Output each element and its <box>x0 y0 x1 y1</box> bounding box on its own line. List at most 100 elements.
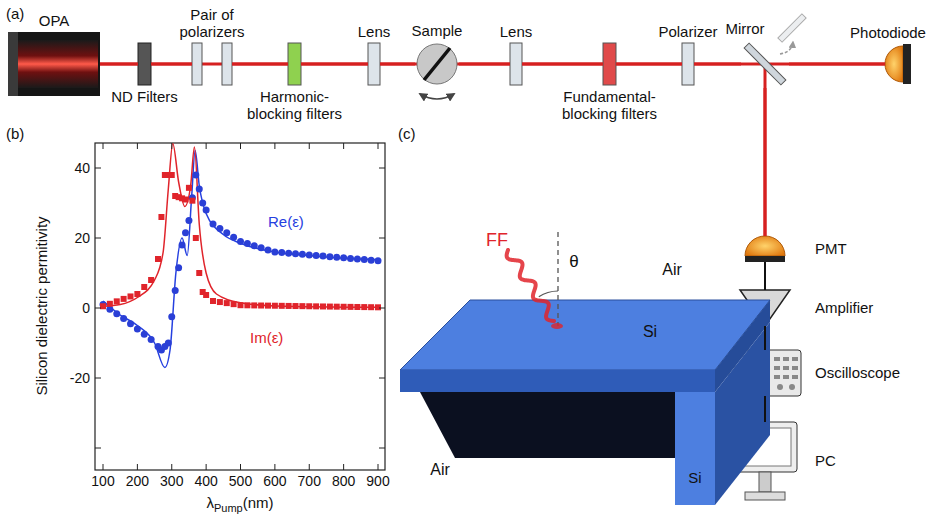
signal-wire <box>764 262 766 290</box>
im-data-point <box>186 185 192 191</box>
re-data-point <box>203 207 210 214</box>
tick <box>95 308 101 309</box>
re-data-point <box>340 254 347 261</box>
tick <box>309 143 310 149</box>
tick <box>171 464 172 470</box>
re-data-point <box>175 264 182 271</box>
figure-label: Re(ε) <box>268 213 304 230</box>
im-data-point <box>265 303 271 309</box>
si-leg-side <box>715 322 770 505</box>
re-data-point <box>230 234 237 241</box>
re-data-point <box>192 172 199 179</box>
im-fit-curve <box>103 144 378 308</box>
flip-mirror <box>744 43 786 85</box>
setup-component: PMT <box>745 236 785 262</box>
component-label: PC <box>815 452 836 469</box>
flip-arrow <box>780 42 793 54</box>
plot-frame <box>95 143 385 470</box>
re-data-point <box>368 257 375 264</box>
im-data-point <box>341 304 347 310</box>
im-data-point <box>189 198 195 204</box>
im-data-point <box>193 235 199 241</box>
figure-label: Im(ε) <box>250 329 283 346</box>
tick <box>379 168 385 169</box>
beam-path <box>764 88 767 236</box>
tick <box>378 143 379 149</box>
setup-component: Sample <box>415 42 459 86</box>
component-label: PMT <box>815 240 847 257</box>
oscilloscope-buttons <box>774 357 798 390</box>
lens-plate <box>368 43 380 85</box>
im-data-point <box>258 303 264 309</box>
re-data-point <box>333 254 340 261</box>
tick <box>240 143 241 149</box>
component-label: Photodiode <box>850 24 926 41</box>
re-data-point <box>113 310 120 317</box>
figure-label: θ <box>569 252 578 272</box>
sample-mount <box>417 44 457 84</box>
tick <box>274 143 275 149</box>
tick <box>343 464 344 470</box>
laser-beam <box>98 63 903 66</box>
signal-wire <box>764 262 766 290</box>
im-data-point <box>114 298 120 304</box>
component-label: Pair of polarizers <box>170 6 254 41</box>
im-data-point <box>286 303 292 309</box>
im-data-point <box>238 302 244 308</box>
im-data-point <box>313 303 319 309</box>
beam-path <box>301 63 368 66</box>
beam-path <box>694 63 741 66</box>
re-data-point <box>347 255 354 262</box>
re-data-point <box>196 186 203 193</box>
im-data-point <box>217 299 223 305</box>
si-front-face <box>400 370 715 392</box>
re-data-point <box>354 256 361 263</box>
monitor-stand <box>759 472 771 492</box>
im-data-point <box>375 304 381 310</box>
figure-label: 700 <box>298 473 321 489</box>
re-data-point <box>361 256 368 263</box>
air-gap <box>420 392 675 458</box>
setup-component: Harmonic- blocking filters <box>288 43 301 85</box>
im-data-point <box>196 270 202 276</box>
figure-label: 500 <box>229 473 252 489</box>
beam-path <box>616 63 682 66</box>
im-data-point <box>141 284 147 290</box>
re-data-point <box>179 242 186 249</box>
tick <box>95 238 101 239</box>
nd-filter <box>138 43 151 85</box>
figure-label: Air <box>662 261 682 279</box>
re-data-point <box>165 340 172 347</box>
setup-component: Polarizer <box>682 43 694 85</box>
component-label: Amplifier <box>815 299 873 316</box>
beam-path <box>459 63 510 66</box>
figure-label: Silicon dielectric permitivity <box>33 216 50 395</box>
beam-path <box>380 63 415 66</box>
im-data-point <box>244 302 250 308</box>
im-data-point <box>368 304 374 310</box>
im-data-point <box>183 197 189 203</box>
sample-plate <box>424 48 450 80</box>
photodiode-symbol <box>885 46 903 82</box>
im-data-point <box>279 303 285 309</box>
rotation-arrow <box>420 94 454 99</box>
tick <box>95 168 101 169</box>
axis-title-part: (nm) <box>243 494 274 511</box>
tick <box>137 143 138 149</box>
component-label: Polarizer <box>658 23 717 40</box>
im-data-point <box>155 256 161 262</box>
figure-label: 0 <box>82 300 90 316</box>
im-data-point <box>128 293 134 299</box>
pmt-symbol <box>745 236 785 256</box>
re-data-point <box>375 257 382 264</box>
setup-component: ND Filters <box>138 43 151 85</box>
re-data-point <box>326 253 333 260</box>
re-data-point <box>199 200 206 207</box>
component-label: Mirror <box>725 20 764 37</box>
tick <box>206 464 207 470</box>
surface-normal <box>557 232 558 326</box>
component-label: OPA <box>39 12 70 29</box>
figure-label: 400 <box>194 473 217 489</box>
beam-spot <box>551 323 563 329</box>
